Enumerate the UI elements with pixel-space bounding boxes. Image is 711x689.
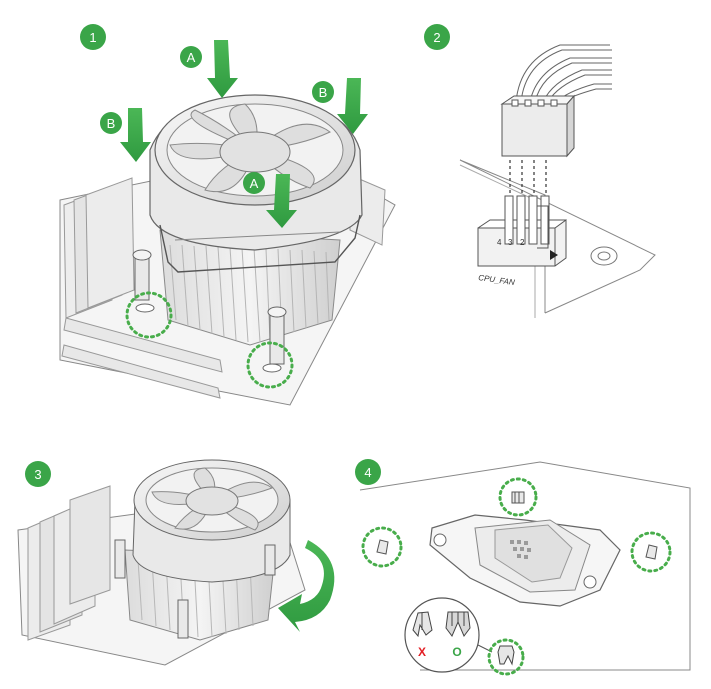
arrow-label-b-left: B bbox=[100, 112, 122, 134]
mount-hole-right bbox=[630, 531, 672, 573]
push-pin-right bbox=[262, 306, 287, 373]
svg-text:3: 3 bbox=[34, 467, 41, 482]
arrow-label-a-top: A bbox=[180, 46, 202, 68]
step-badge-3: 3 bbox=[25, 461, 51, 487]
arrow-label-b-right: B bbox=[312, 81, 334, 103]
memory-slots bbox=[61, 177, 223, 399]
panel-3: 3 bbox=[17, 459, 335, 666]
mount-hole-top bbox=[498, 477, 538, 517]
arrow-label-a-center: A bbox=[243, 172, 265, 194]
pin-label-4: 4 bbox=[497, 238, 502, 247]
svg-text:4: 4 bbox=[364, 465, 371, 480]
step-badge-4: 4 bbox=[355, 459, 381, 485]
pin-highlight-right bbox=[246, 341, 294, 389]
right-mark: O bbox=[452, 645, 461, 659]
orientation-inset: X O bbox=[404, 597, 480, 673]
heatsink-fins bbox=[159, 229, 341, 346]
panel-2: 4 3 2 CPU_FAN 2 bbox=[424, 24, 656, 318]
wrong-mark: X bbox=[418, 645, 426, 659]
panel-1: A B B A 1 bbox=[59, 24, 396, 406]
cpu-fan-header: 4 3 2 bbox=[477, 195, 567, 267]
pin-label-2: 2 bbox=[520, 238, 525, 247]
clip-right-icon bbox=[445, 611, 471, 637]
step-badge-2: 2 bbox=[424, 24, 450, 50]
cooler-fan bbox=[149, 94, 363, 273]
panel-4: X O 4 bbox=[355, 459, 691, 676]
fan-plug bbox=[500, 94, 576, 158]
arrow-a-top bbox=[207, 40, 238, 98]
mounting-hole bbox=[590, 246, 618, 266]
clip-detail bbox=[487, 638, 525, 676]
mount-hole-left bbox=[361, 526, 403, 568]
board-edge bbox=[459, 159, 656, 314]
socket-marking bbox=[510, 540, 531, 559]
svg-text:B: B bbox=[107, 116, 116, 131]
step-badge-1: 1 bbox=[80, 24, 106, 50]
arrow-a-center bbox=[266, 174, 297, 228]
alignment-guides bbox=[509, 160, 547, 196]
board-outline-4 bbox=[359, 461, 691, 671]
arrow-b-left bbox=[120, 108, 151, 162]
fan-wires bbox=[515, 44, 612, 103]
svg-text:1: 1 bbox=[89, 30, 96, 45]
rotate-arrow bbox=[278, 540, 335, 632]
cooler-fan-3 bbox=[132, 459, 291, 583]
pin-highlight-left bbox=[125, 291, 173, 339]
memory-slots-3 bbox=[27, 485, 111, 641]
arrow-b-right bbox=[337, 78, 368, 134]
push-pin-left bbox=[132, 249, 155, 313]
clip-wrong-icon bbox=[412, 611, 433, 638]
svg-text:2: 2 bbox=[433, 30, 440, 45]
svg-text:A: A bbox=[187, 50, 196, 65]
pin-label-3: 3 bbox=[508, 238, 513, 247]
svg-text:A: A bbox=[250, 176, 259, 191]
cpu-fan-label: CPU_FAN bbox=[478, 273, 516, 287]
svg-text:B: B bbox=[319, 85, 328, 100]
